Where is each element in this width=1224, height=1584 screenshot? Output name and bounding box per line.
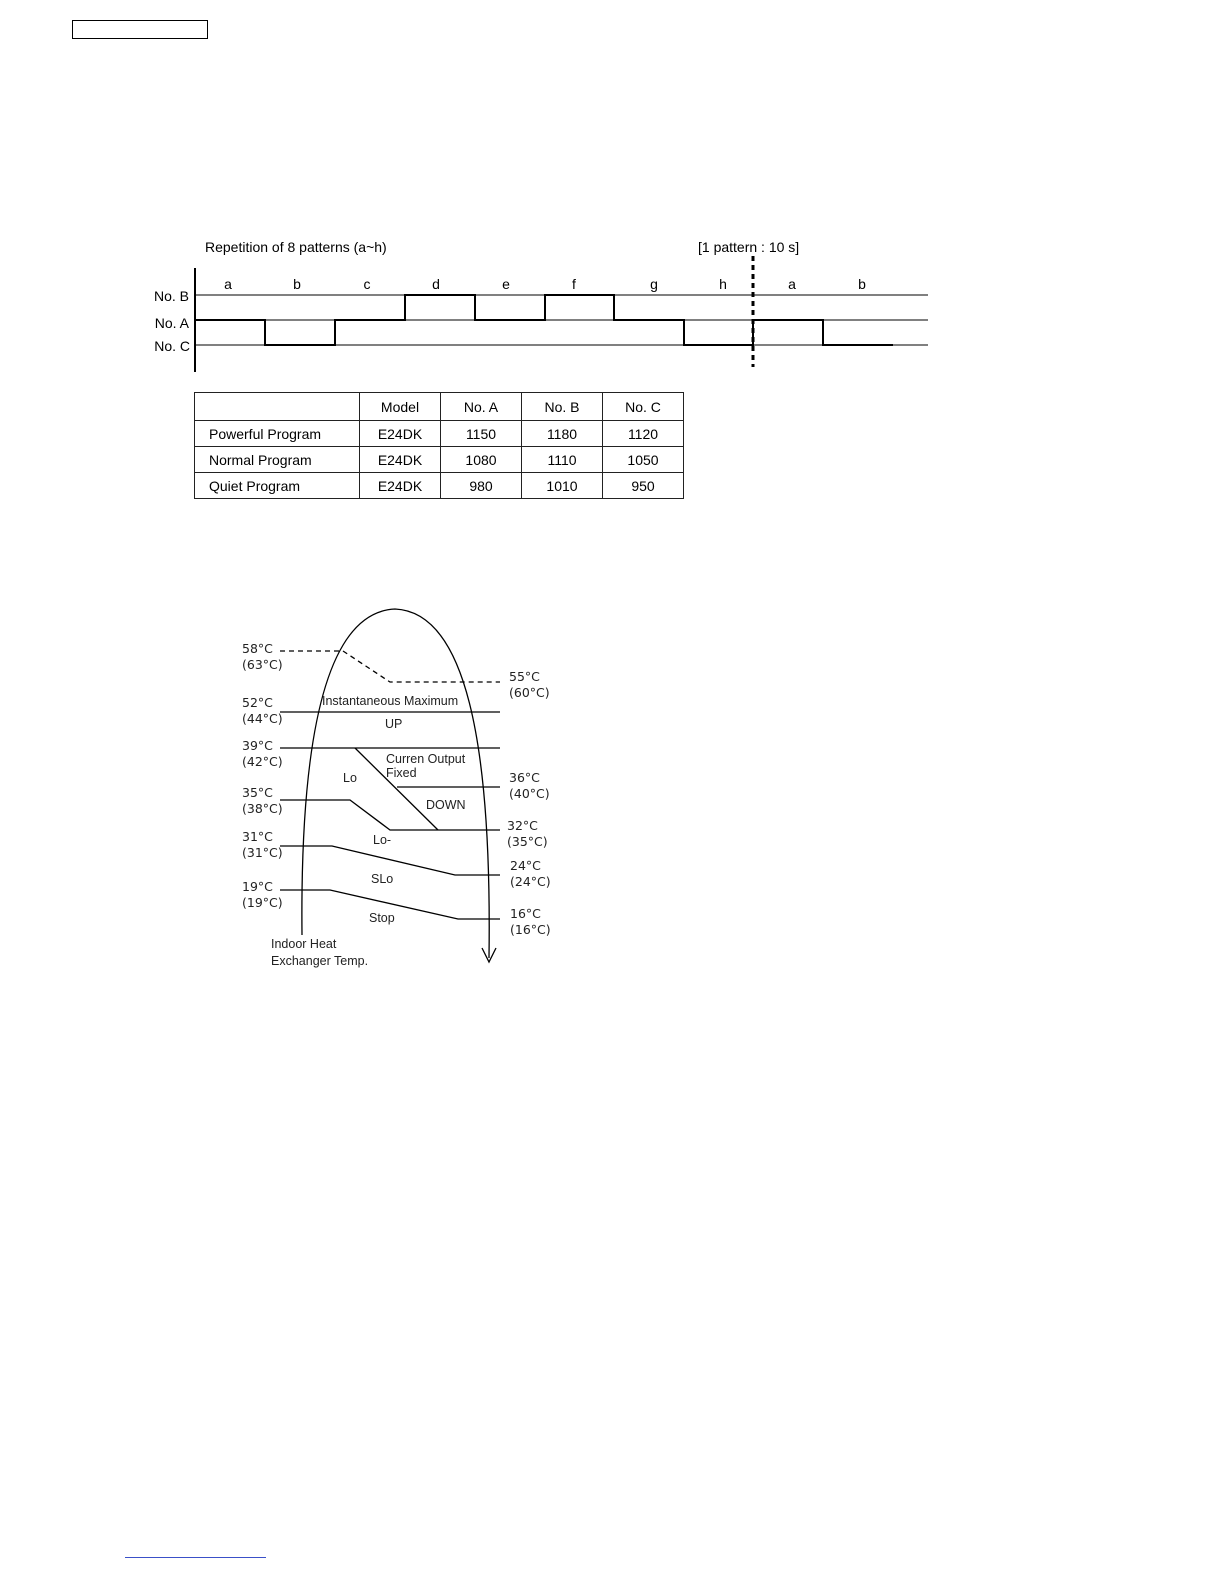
table-cell: 1050	[602, 446, 684, 473]
pattern-label-b: b	[293, 276, 301, 292]
pattern-label-c: c	[364, 276, 371, 292]
signal-label-no-b: No. B	[154, 288, 189, 304]
table-cell: 1010	[521, 472, 603, 499]
table-cell: 1180	[521, 420, 603, 447]
pattern-label-a-repeat: a	[788, 276, 796, 292]
table-header-no-c: No. C	[602, 392, 684, 421]
table-cell: 1120	[602, 420, 684, 447]
table-row: Normal Program E24DK 1080 1110 1050	[194, 446, 684, 473]
signal-label-no-c: No. C	[154, 338, 190, 354]
table-cell: 1080	[440, 446, 522, 473]
pattern-label-d: d	[432, 276, 440, 292]
table-cell: 980	[440, 472, 522, 499]
pattern-period-note: [1 pattern : 10 s]	[698, 239, 799, 255]
table-header-no-a: No. A	[440, 392, 522, 421]
table-header-model: Model	[359, 392, 441, 421]
table-cell: E24DK	[359, 472, 441, 499]
pattern-label-g: g	[650, 276, 658, 292]
table-cell: E24DK	[359, 446, 441, 473]
table-row: Powerful Program E24DK 1150 1180 1120	[194, 420, 684, 447]
table-cell: Normal Program	[194, 446, 360, 473]
pattern-label-f: f	[572, 276, 576, 292]
pattern-label-b-repeat: b	[858, 276, 866, 292]
timing-chart-title: Repetition of 8 patterns (a~h)	[205, 239, 387, 255]
table-header-row: Model No. A No. B No. C	[194, 392, 684, 421]
table-cell: Quiet Program	[194, 472, 360, 499]
header-box	[72, 20, 208, 39]
table-cell: E24DK	[359, 420, 441, 447]
table-header-blank	[194, 392, 360, 421]
footer-link-line	[125, 1557, 266, 1558]
pattern-label-e: e	[502, 276, 510, 292]
table-header-no-b: No. B	[521, 392, 603, 421]
pattern-label-a: a	[224, 276, 232, 292]
table-cell: 1110	[521, 446, 603, 473]
table-cell: Powerful Program	[194, 420, 360, 447]
table-cell: 1150	[440, 420, 522, 447]
table-row: Quiet Program E24DK 980 1010 950	[194, 472, 684, 499]
pattern-label-h: h	[719, 276, 727, 292]
timing-waveform	[195, 294, 893, 346]
table-cell: 950	[602, 472, 684, 499]
signal-label-no-a: No. A	[155, 315, 190, 331]
speed-table: Model No. A No. B No. C Powerful Program…	[194, 392, 684, 499]
